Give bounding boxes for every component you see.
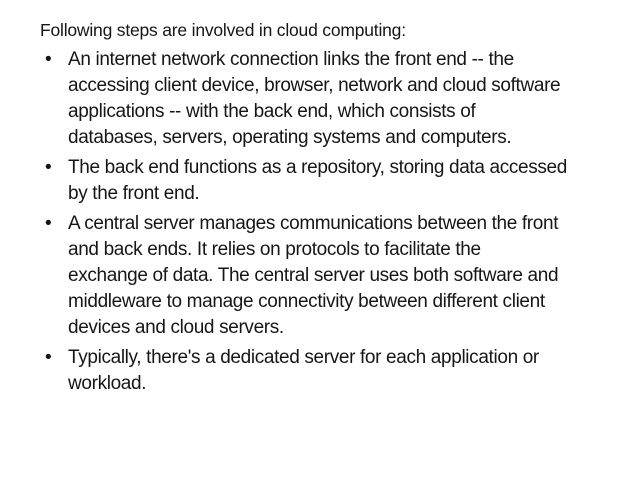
bullet-marker: • xyxy=(45,49,52,70)
bullet-text-line: The back end functions as a repository, … xyxy=(68,157,567,178)
bullet-text-line: by the front end. xyxy=(68,183,200,204)
bullet-text-line: workload. xyxy=(68,373,147,394)
bullet-text-line: An internet network connection links the… xyxy=(68,49,514,70)
bullet-text-line: databases, servers, operating systems an… xyxy=(68,127,512,148)
bullet-text-line: and back ends. It relies on protocols to… xyxy=(68,239,481,260)
bullet-list: • An internet network connection links th… xyxy=(40,47,632,397)
bullet-text-line: Typically, there's a dedicated server fo… xyxy=(68,347,539,368)
bullet-item: • A central server manages communications… xyxy=(40,211,632,341)
bullet-item: • An internet network connection links th… xyxy=(40,47,632,151)
bullet-item: • Typically, there's a dedicated server f… xyxy=(40,345,632,397)
bullet-text-line: exchange of data. The central server use… xyxy=(68,265,559,286)
bullet-marker: • xyxy=(45,347,52,368)
bullet-text-line: A central server manages communications … xyxy=(68,213,559,234)
bullet-marker: • xyxy=(45,213,52,234)
bullet-text-line: middleware to manage connectivity betwee… xyxy=(68,291,545,312)
bullet-text-line: devices and cloud servers. xyxy=(68,317,284,338)
slide-content: Following steps are involved in cloud co… xyxy=(40,17,632,397)
bullet-item: • The back end functions as a repository,… xyxy=(40,155,632,207)
heading: Following steps are involved in cloud co… xyxy=(40,20,406,40)
bullet-text-line: accessing client device, browser, networ… xyxy=(68,75,561,96)
bullet-marker: • xyxy=(45,157,52,178)
bullet-text-line: applications -- with the back end, which… xyxy=(68,101,476,122)
